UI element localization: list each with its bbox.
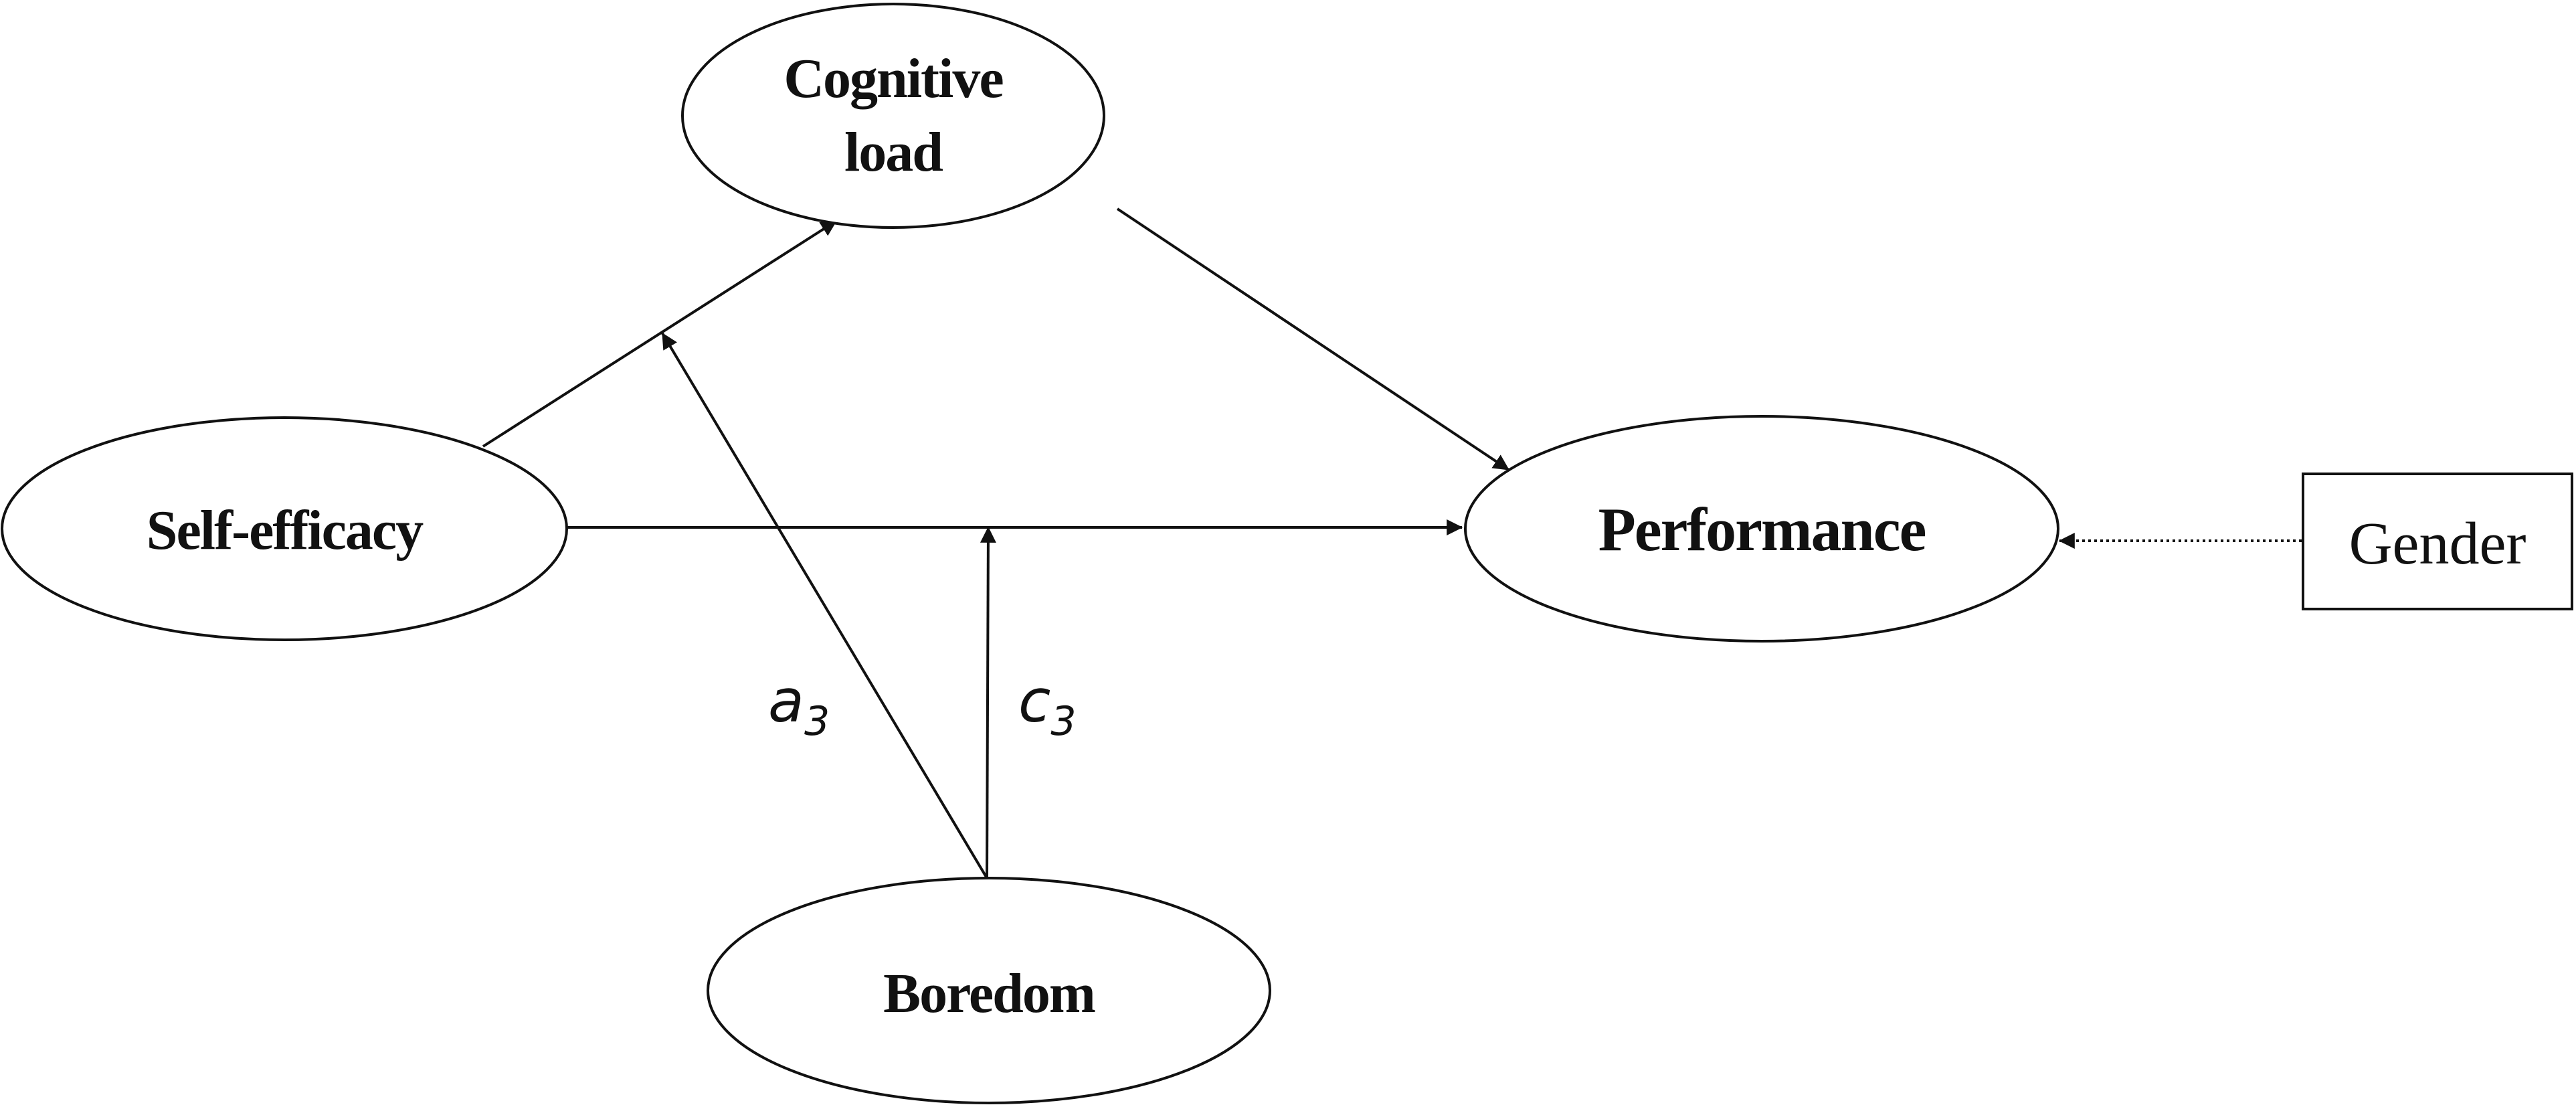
- node-gender-label: Gender: [2349, 511, 2526, 577]
- node-boredom: Boredom: [707, 877, 1271, 1104]
- path-label-c3: c3: [1018, 667, 1077, 745]
- edge-cognitive-load-to-performance: [1116, 207, 1510, 471]
- path-label-a3-sub: 3: [804, 698, 830, 745]
- edge-boredom-moderates-c-path: [980, 526, 996, 879]
- path-label-a3: a3: [768, 667, 830, 745]
- edge-self-efficacy-to-cognitive-load: [482, 220, 838, 448]
- node-self-efficacy: Self-efficacy: [1, 416, 568, 641]
- node-performance-label: Performance: [1598, 495, 1926, 564]
- path-label-a3-main: a: [768, 667, 804, 736]
- node-performance: Performance: [1464, 415, 2059, 643]
- node-cognitive-load-label-line2: load: [844, 121, 943, 183]
- node-gender: Gender: [2302, 473, 2573, 610]
- path-label-c3-sub: 3: [1050, 698, 1076, 745]
- node-cognitive-load-label-line1: Cognitive: [784, 48, 1003, 110]
- node-cognitive-load: Cognitive load: [681, 3, 1105, 229]
- edge-boredom-moderates-a-path: [661, 332, 988, 879]
- node-boredom-label: Boredom: [883, 962, 1095, 1025]
- path-label-c3-main: c: [1018, 667, 1050, 736]
- node-self-efficacy-label: Self-efficacy: [147, 499, 424, 562]
